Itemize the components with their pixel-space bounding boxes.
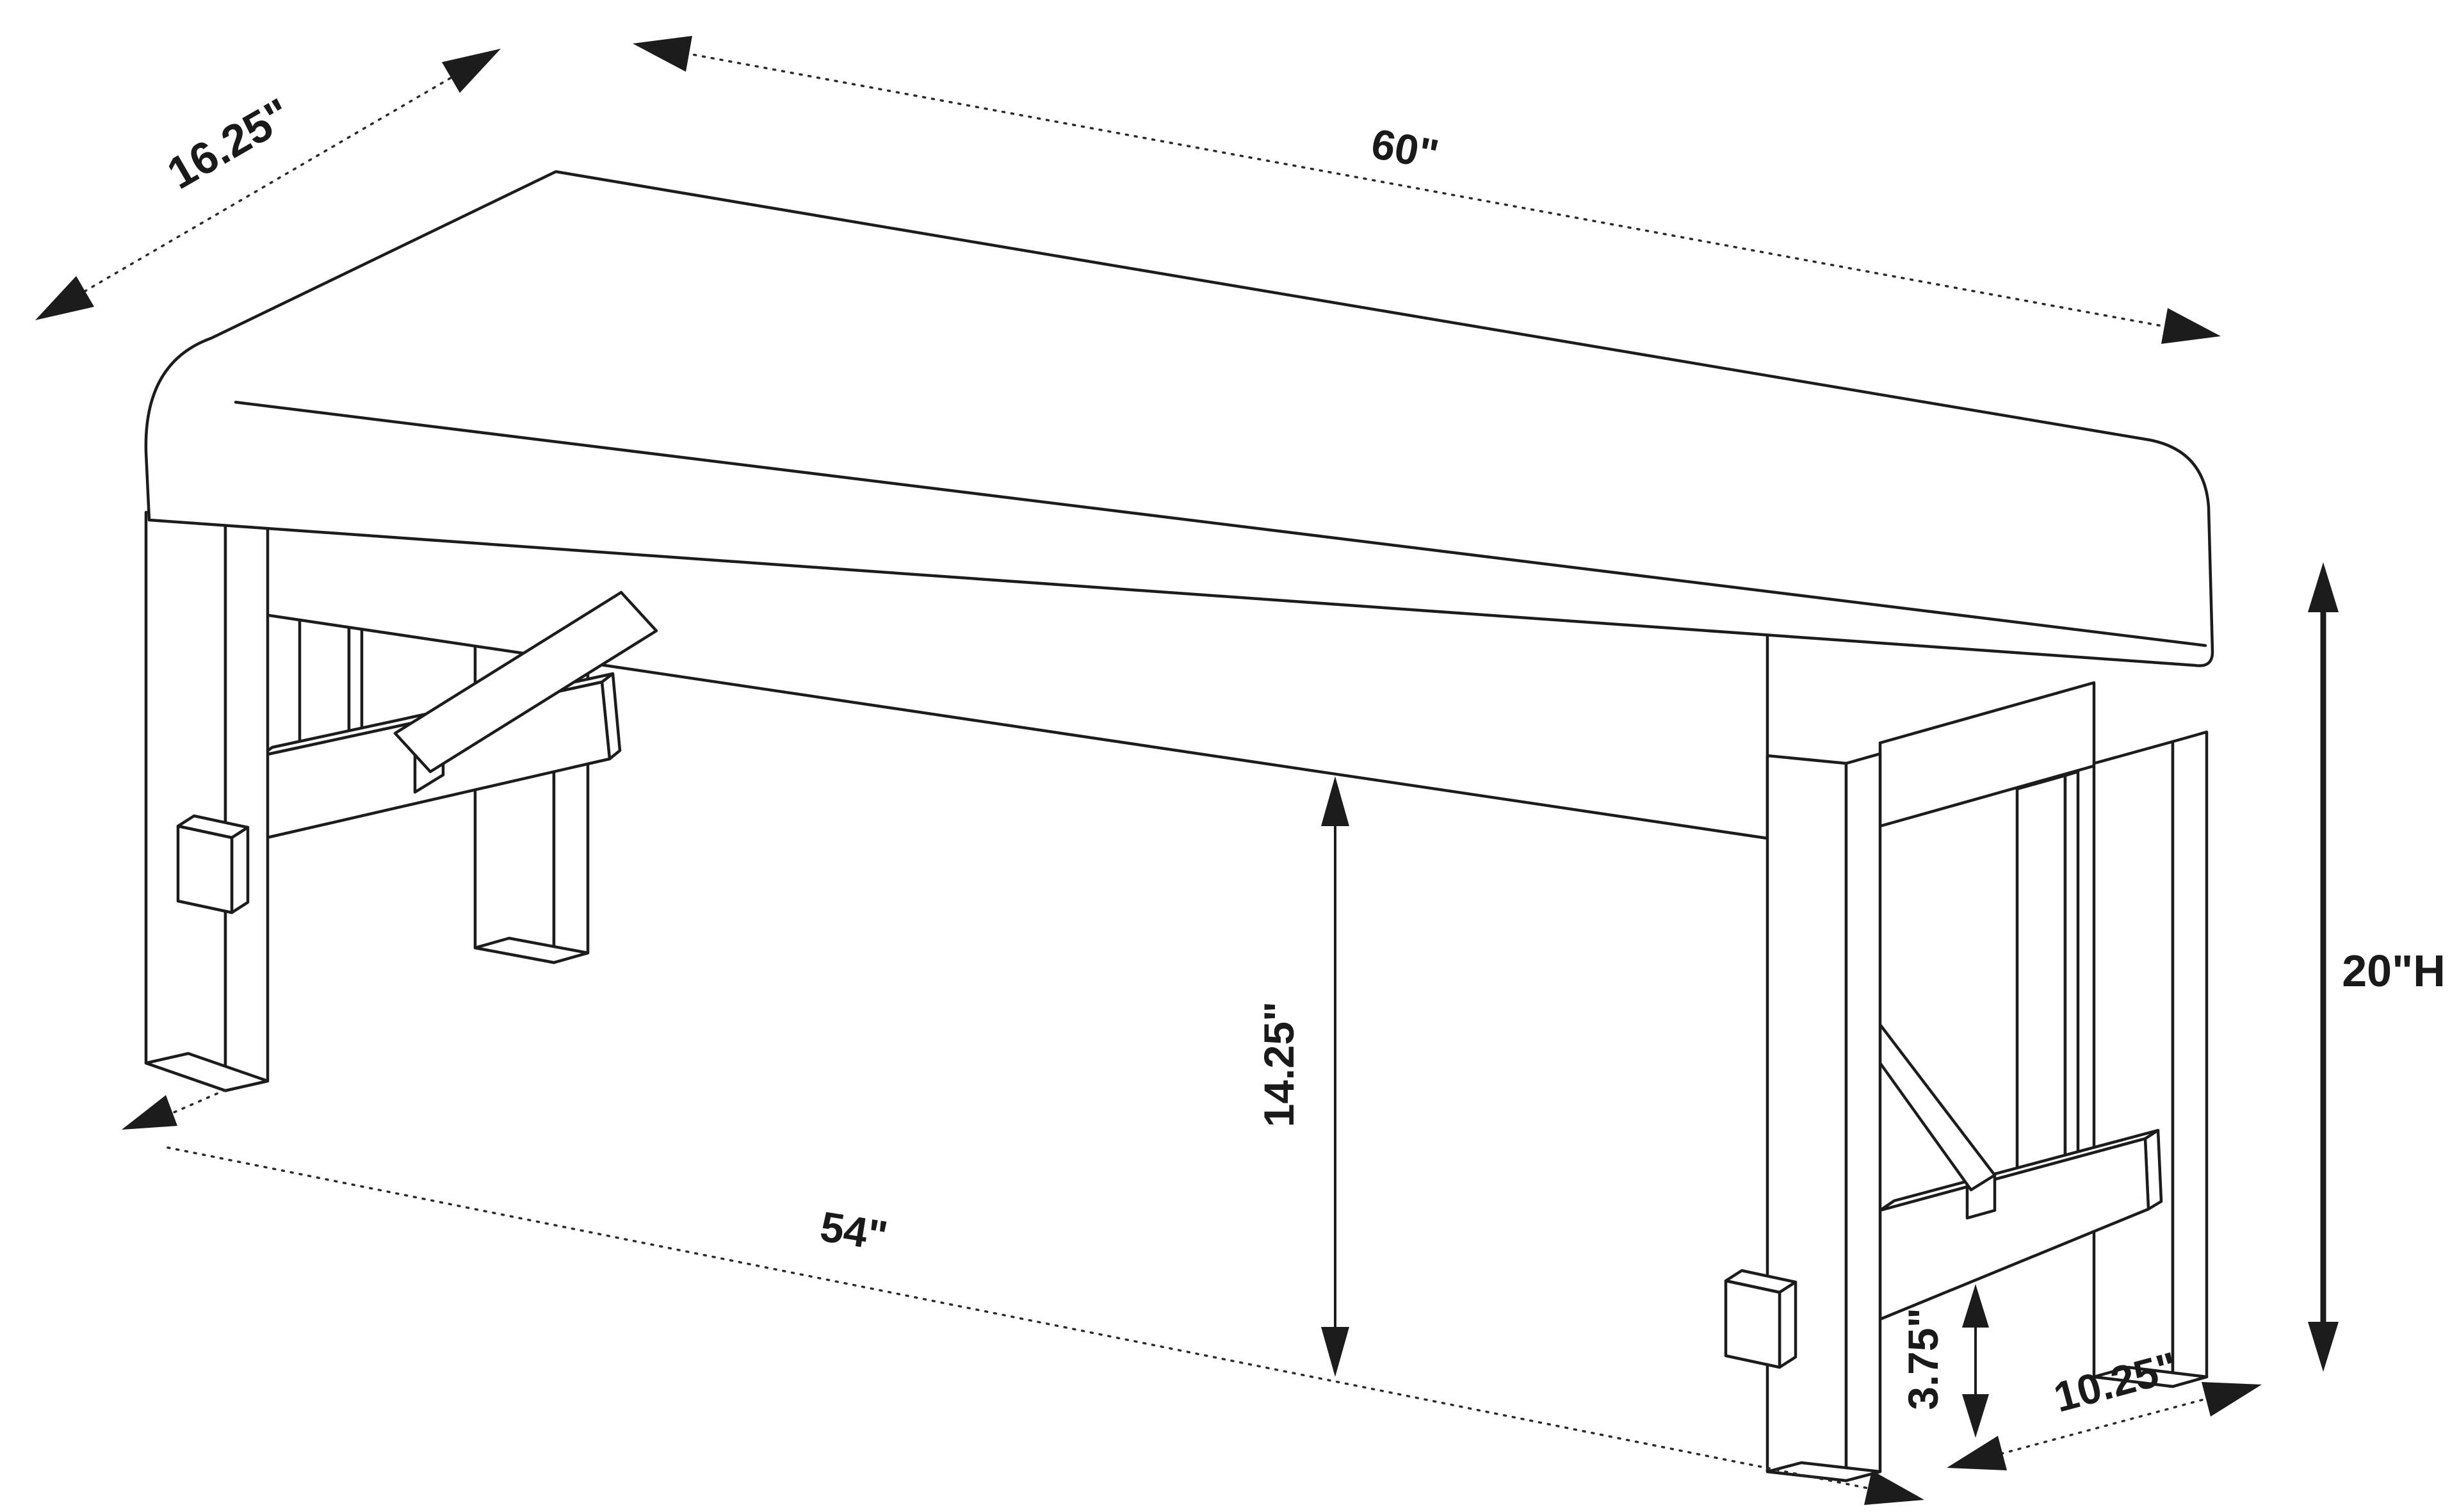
right-stretcher xyxy=(1878,1128,2163,1321)
right-stretcher-tenon-block xyxy=(1724,1269,1798,1369)
front-right-leg xyxy=(1765,752,1882,1483)
left-stretcher-tenon-block xyxy=(176,814,250,915)
arrowhead xyxy=(2161,308,2221,344)
overall-height-label: 20"H xyxy=(2342,946,2446,996)
arrowhead xyxy=(1947,1436,2007,1470)
dimension-stretcher-floor-gap: 3.75" xyxy=(1899,1284,1989,1438)
dimension-end-leg-span: 10.25" xyxy=(1947,1343,2262,1470)
right-center-post xyxy=(2015,770,2080,1175)
arrowhead xyxy=(2202,1382,2262,1417)
arrowhead xyxy=(633,36,692,72)
arrowhead xyxy=(1962,1394,1989,1438)
dimension-front-leg-span: 54" xyxy=(122,1089,1924,1505)
right-end-assembly xyxy=(1878,681,2209,1388)
arrowhead xyxy=(122,1095,177,1130)
arrowhead xyxy=(1321,1327,1349,1377)
seat-cushion xyxy=(144,170,2214,667)
seat-length-label: 60" xyxy=(1368,119,1442,178)
arrowhead xyxy=(442,49,501,93)
dimension-underside-clearance: 14.25" xyxy=(1255,776,1349,1377)
stretcher-floor-gap-label: 3.75" xyxy=(1899,1308,1947,1410)
front-leg-span-label: 54" xyxy=(817,1203,891,1260)
seat-depth-label: 16.25" xyxy=(159,88,299,199)
front-left-leg xyxy=(144,506,270,1093)
seat-cushion-outline xyxy=(144,170,2214,667)
seat-cushion-front-top-edge xyxy=(234,400,2207,647)
rear-right-leg xyxy=(2092,730,2209,1388)
arrowhead xyxy=(2308,1322,2339,1372)
arrowhead xyxy=(1962,1284,1989,1328)
underside-clearance-label: 14.25" xyxy=(1255,1002,1303,1127)
dimension-overall-height: 20"H xyxy=(2308,562,2446,1372)
arrowhead xyxy=(35,276,94,320)
left-diagonal-brace xyxy=(393,590,658,794)
arrowhead xyxy=(2308,562,2339,612)
arrowhead xyxy=(1864,1470,1924,1505)
arrowhead xyxy=(1321,776,1349,826)
